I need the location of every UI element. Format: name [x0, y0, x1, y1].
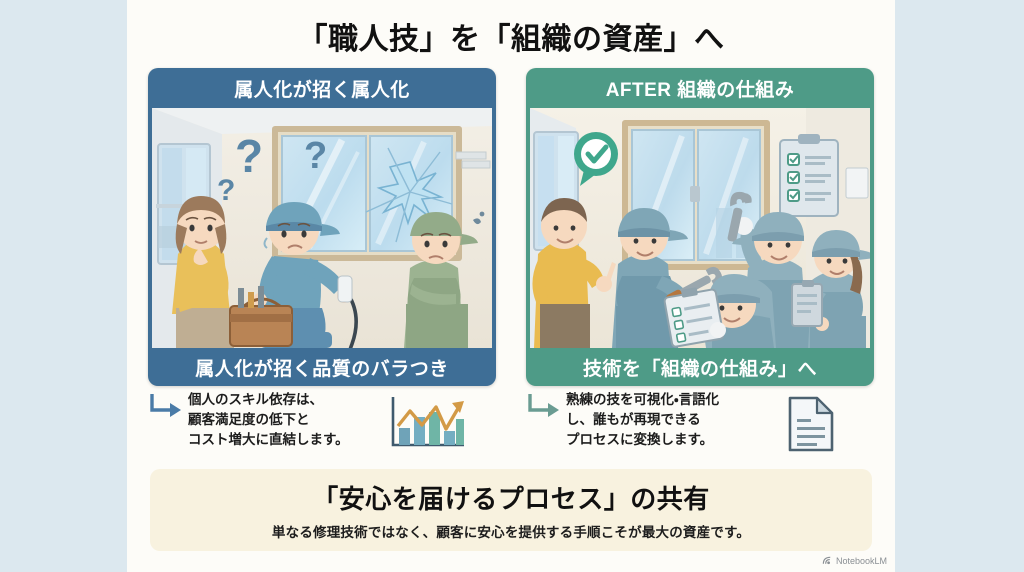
page-title: 「職人技」を「組織の資産」へ — [297, 23, 725, 56]
elbow-arrow-icon — [528, 394, 559, 417]
panel-after: AFTER 組織の仕組み — [526, 68, 874, 386]
notebooklm-logo-icon — [822, 556, 831, 565]
caption-after-line-3: プロセスに変換します。 — [566, 432, 714, 447]
panel-after-footer: 技術を「組織の仕組み」へ — [582, 358, 817, 380]
summary-banner: 「安心を届けるプロセス」の共有 単なる修理技術ではなく、顧客に安心を提供する手順… — [150, 469, 872, 551]
svg-text:?: ? — [304, 135, 327, 177]
panel-before: 属人化が招く属人化 — [148, 68, 496, 386]
notebooklm-label: NotebookLM — [835, 555, 887, 566]
panel-before-illustration: ? ? ? — [152, 108, 492, 348]
summary-banner-subtitle: 単なる修理技術ではなく、顧客に安心を提供する手順こそが最大の資産です。 — [271, 525, 751, 540]
slide-card: 「職人技」を「組織の資産」へ 属人化が招く属人化 — [127, 0, 895, 572]
caption-before: 個人のスキル依存は、 顧客満足度の低下と コスト増大に直結します。 — [148, 391, 496, 459]
caption-before-text: 個人のスキル依存は、 顧客満足度の低下と コスト増大に直結します。 — [188, 390, 349, 450]
svg-text:?: ? — [235, 130, 263, 182]
notebooklm-watermark: NotebookLM — [822, 555, 887, 566]
caption-after-text: 熟練の技を可視化・言語化 し、誰もが再現できる プロセスに変換します。 — [566, 390, 719, 450]
caption-after-line-1: 熟練の技を可視化・言語化 — [566, 392, 720, 407]
panel-after-header: AFTER 組織の仕組み — [605, 79, 795, 101]
panel-after-illustration — [530, 108, 870, 348]
panel-before-footer: 属人化が招く品質のバラつき — [195, 358, 449, 380]
panel-before-header: 属人化が招く属人化 — [234, 79, 410, 101]
caption-before-line-1: 個人のスキル依存は、 — [188, 392, 323, 407]
bar-chart-trend-icon — [391, 397, 464, 447]
caption-before-line-2: 顧客満足度の低下と — [188, 412, 310, 427]
summary-banner-title: 「安心を届けるプロセス」の共有 — [312, 484, 710, 514]
caption-before-line-3: コスト増大に直結します。 — [188, 432, 349, 447]
svg-text:?: ? — [217, 174, 235, 207]
caption-after: 熟練の技を可視化・言語化 し、誰もが再現できる プロセスに変換します。 — [526, 391, 874, 459]
elbow-arrow-icon — [150, 394, 181, 417]
caption-after-line-2: し、誰もが再現できる — [566, 412, 701, 427]
document-page-icon — [788, 396, 834, 452]
